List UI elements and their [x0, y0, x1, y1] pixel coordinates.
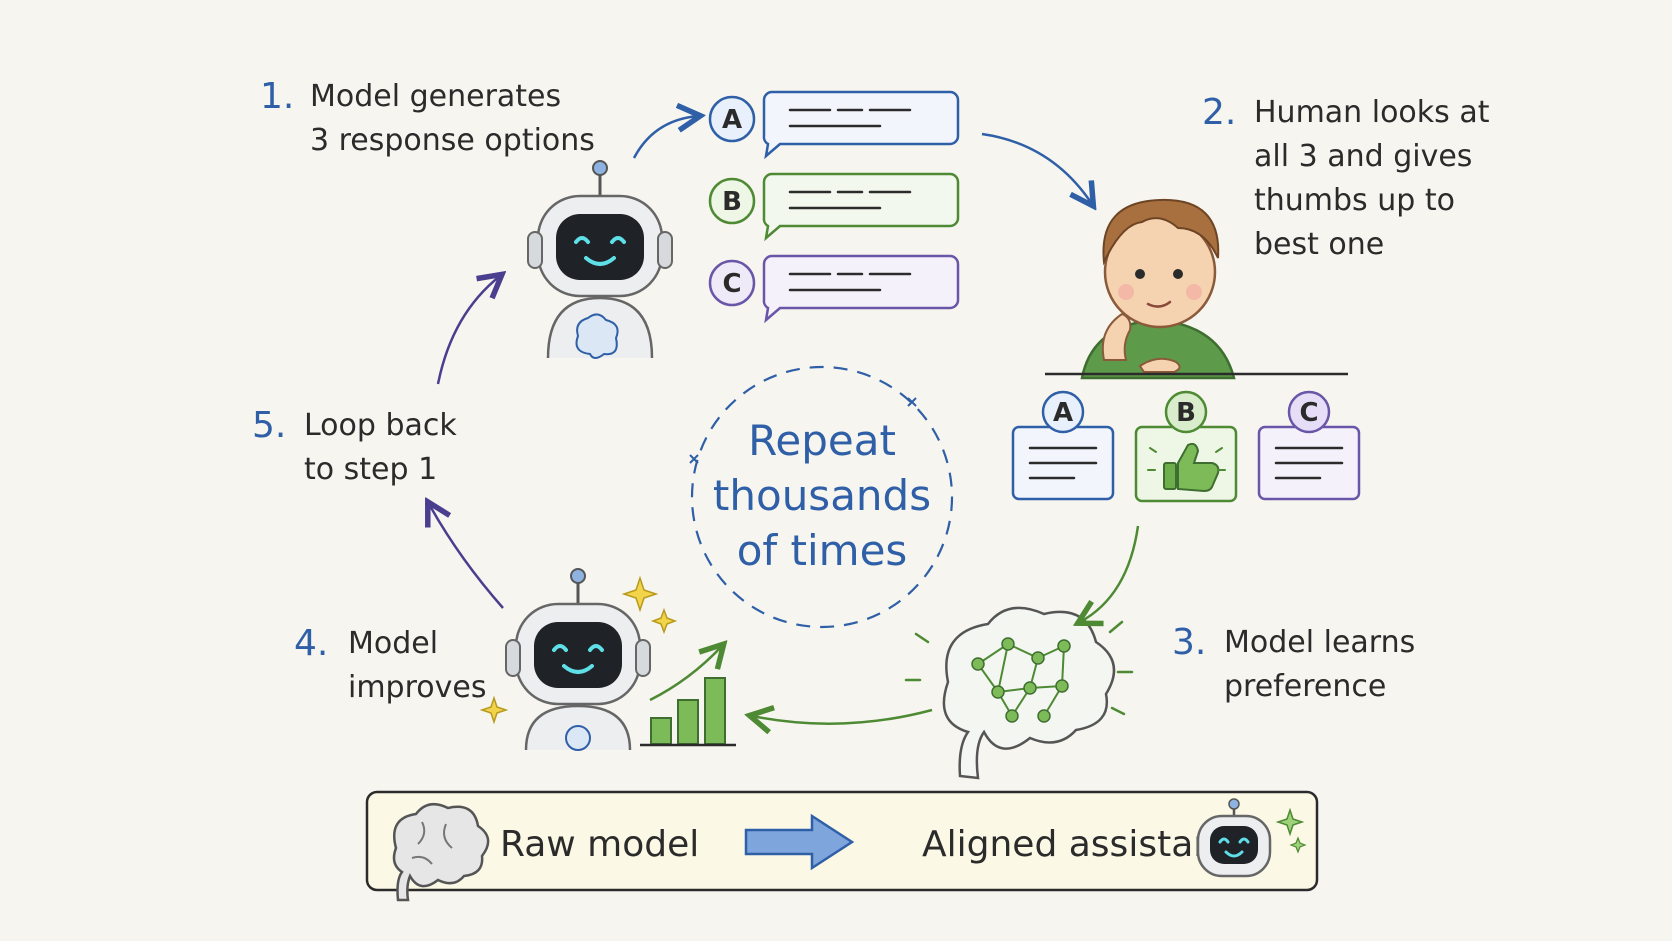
- step-5-label: 5. Loop back to step 1: [252, 405, 457, 487]
- step-2-line-4: best one: [1254, 227, 1384, 262]
- center-line-1: Repeat: [748, 416, 896, 465]
- brain-icon: [904, 606, 1134, 780]
- arrow-loop-to-step1: [436, 276, 500, 385]
- arrow-cards-to-brain: [1080, 525, 1140, 622]
- step-2-line-2: all 3 and gives: [1254, 139, 1472, 174]
- rating-card-a: A: [1011, 390, 1115, 501]
- response-option-c: C: [708, 254, 960, 324]
- sparkle-icon: [689, 454, 699, 464]
- rating-card-c: C: [1257, 390, 1361, 501]
- step-1-line-2: 3 response options: [310, 123, 595, 158]
- speech-bubble-icon: [762, 254, 960, 324]
- arrow-model-to-loop: [429, 504, 504, 609]
- step-4-number: 4.: [294, 623, 328, 664]
- center-line-3: of times: [737, 526, 908, 575]
- speech-bubble-icon: [762, 90, 960, 160]
- step-1-number: 1.: [260, 76, 294, 117]
- sparkle-icon: [1275, 807, 1307, 854]
- step-1-label: 1. Model generates 3 response options: [260, 76, 595, 158]
- arrow-options-to-human: [981, 132, 1092, 204]
- robot-icon: [527, 160, 673, 359]
- step-5-line-2: to step 1: [304, 452, 437, 487]
- step-3-line-2: preference: [1224, 669, 1386, 704]
- banner-from-label: Raw model: [500, 824, 699, 865]
- robot-icon: [505, 568, 651, 751]
- sparkle-icon: [907, 397, 917, 407]
- repeat-cycle-center: Repeat thousands of times: [689, 365, 954, 629]
- card-a-letter: A: [1053, 398, 1073, 428]
- rating-card-b: B: [1134, 390, 1238, 503]
- step-1-line-1: Model generates: [310, 79, 561, 114]
- robot-icon: [1196, 798, 1272, 878]
- option-a-letter: A: [722, 105, 742, 135]
- step-2-line-1: Human looks at: [1254, 95, 1490, 130]
- step-5-number: 5.: [252, 405, 286, 446]
- step-2-number: 2.: [1202, 92, 1236, 133]
- step-4-label: 4. Model improves: [294, 623, 486, 705]
- brain-icon: [392, 802, 490, 902]
- arrow-step1-to-options: [632, 116, 698, 159]
- step-3-line-1: Model learns: [1224, 625, 1415, 660]
- step-3-label: 3. Model learns preference: [1172, 622, 1415, 704]
- step-2-label: 2. Human looks at all 3 and gives thumbs…: [1202, 92, 1490, 262]
- thumbs-up-icon: [1147, 442, 1226, 493]
- banner-to-label: Aligned assistant: [922, 824, 1230, 865]
- center-line-2: thousands: [713, 471, 931, 520]
- sparkle-icon: [479, 575, 678, 725]
- card-b-letter: B: [1176, 398, 1196, 428]
- dashed-circle: [690, 365, 954, 629]
- step-4-line-1: Model: [348, 626, 438, 661]
- speech-bubble-icon: [762, 172, 960, 242]
- option-b-letter: B: [722, 187, 742, 217]
- response-option-b: B: [708, 172, 960, 242]
- summary-banner: Raw model Aligned assistant: [365, 790, 1319, 902]
- bar-chart-icon: [640, 646, 736, 747]
- step-5-line-1: Loop back: [304, 408, 457, 443]
- step-4-line-2: improves: [348, 670, 486, 705]
- child-icon: [1045, 198, 1348, 380]
- step-2-line-3: thumbs up to: [1254, 183, 1455, 218]
- card-c-letter: C: [1299, 398, 1318, 428]
- option-c-letter: C: [722, 269, 741, 299]
- step-3-number: 3.: [1172, 622, 1206, 663]
- arrow-right-icon: [744, 813, 855, 871]
- brain-icon: [575, 313, 619, 359]
- arrow-brain-to-model: [752, 710, 933, 724]
- response-option-a: A: [708, 90, 960, 160]
